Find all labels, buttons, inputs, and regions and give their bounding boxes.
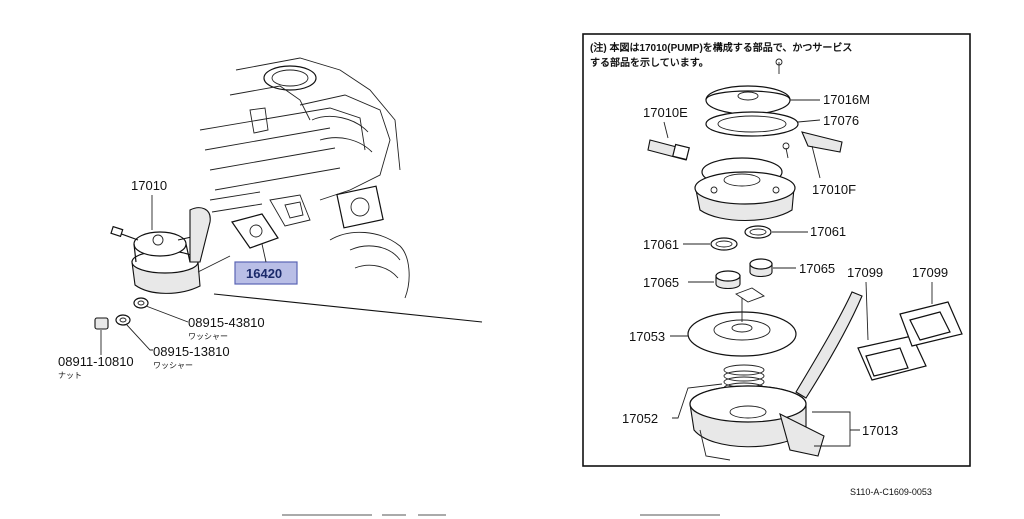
washer-2-drawing (115, 314, 131, 326)
label-diaphragm: 17053 (629, 329, 665, 344)
highlighted-part-label[interactable]: 16420 (246, 266, 282, 281)
exploded-view-frame (582, 33, 971, 467)
label-gasket-right: 17099 (912, 265, 948, 280)
engine-view: 17010 16420 08915-43810 ワッシャー 08915-1381… (58, 57, 483, 380)
label-body: 17013 (862, 423, 898, 438)
washer-2-part-number: 08915-13810 (153, 344, 230, 359)
label-valve-right: 17065 (799, 261, 835, 276)
engine-block-drawing (199, 57, 410, 299)
ring-left-drawing (710, 237, 738, 251)
label-inlet: 17010E (643, 105, 688, 120)
nut-drawing (94, 317, 109, 330)
washer-1-drawing (133, 297, 149, 309)
gasket-left-drawing (857, 335, 927, 381)
nut-part-number: 08911-10810 (58, 354, 134, 369)
reference-code: S110-A-C1609-0053 (850, 487, 932, 497)
note-line-1: (注) 本図は17010(PUMP)を構成する部品で、かつサービス (590, 41, 852, 54)
label-cover: 17016M (823, 92, 870, 107)
upper-housing-drawing (694, 157, 796, 221)
washer-1-part-number: 08915-43810 (188, 315, 265, 330)
gasket-right-drawing (899, 301, 963, 347)
label-gasket-left: 17099 (847, 265, 883, 280)
washer-1-note: ワッシャー (188, 332, 228, 341)
label-spring: 17052 (622, 411, 658, 426)
label-pipe: 17076 (823, 113, 859, 128)
outlet-fitting-drawing (801, 131, 843, 153)
ring-right-drawing (744, 225, 772, 239)
washer-2-note: ワッシャー (153, 361, 193, 370)
label-ring-right: 17061 (810, 224, 846, 239)
exploded-view: (注) 本図は17010(PUMP)を構成する部品で、かつサービス する部品を示… (582, 33, 971, 467)
retainer-drawing (735, 287, 765, 303)
nut-note: ナット (58, 371, 82, 380)
lower-body-drawing (689, 385, 825, 461)
spring-drawing (723, 364, 765, 394)
highlighted-part-leader (261, 243, 267, 263)
gasket-16420-drawing (231, 213, 279, 249)
pump-assembly-drawing (110, 207, 231, 294)
label-valve-left: 17065 (643, 275, 679, 290)
pointer-line (213, 293, 483, 323)
pump-assembly-label: 17010 (131, 178, 167, 193)
label-outlet: 17010F (812, 182, 856, 197)
lever-arm-drawing (795, 291, 863, 399)
note-line-2: する部品を示しています。 (590, 56, 709, 69)
label-ring-left: 17061 (643, 237, 679, 252)
